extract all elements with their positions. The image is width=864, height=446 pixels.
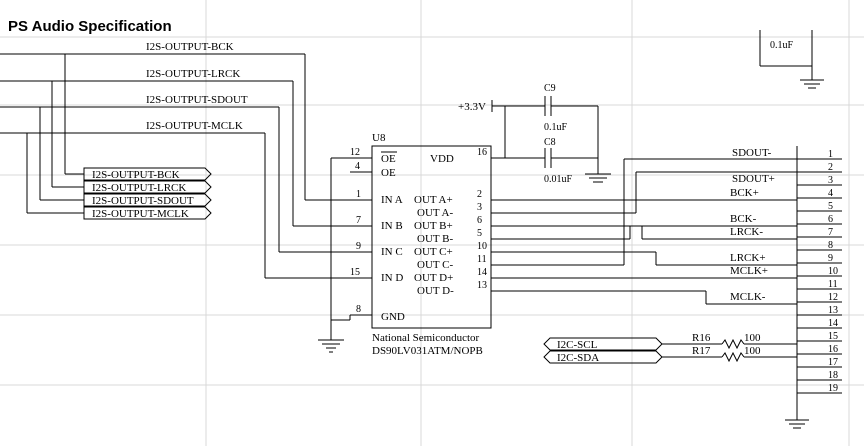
connector-pin-number: 15	[828, 331, 838, 342]
connector-pin-number: 18	[828, 370, 838, 381]
pin-out-c-minus: OUT C-	[417, 259, 453, 271]
connector-pin-number: 8	[828, 240, 833, 251]
pin-num-13: 13	[477, 280, 487, 291]
pin-oe: OE	[381, 167, 396, 179]
c9-ref: C9	[544, 83, 556, 94]
pin-out-c-plus: OUT C+	[414, 246, 453, 258]
pin-num-7: 7	[356, 215, 361, 226]
connector-pin-number: 19	[828, 383, 838, 394]
pin-out-d-plus: OUT D+	[414, 272, 453, 284]
connector-pin-number: 3	[828, 175, 833, 186]
pin-num-15: 15	[350, 267, 360, 278]
connector-pin-number: 16	[828, 344, 838, 355]
pin-inc: IN C	[381, 246, 403, 258]
port-mclk: I2S-OUTPUT-MCLK	[92, 208, 189, 220]
c8-ref: C8	[544, 137, 556, 148]
net-label-bck: I2S-OUTPUT-BCK	[146, 41, 234, 53]
net-label-sdout: I2S-OUTPUT-SDOUT	[146, 94, 248, 106]
r17-value: 100	[744, 345, 761, 357]
net-bck-minus: BCK-	[730, 213, 757, 225]
pin-out-b-plus: OUT B+	[414, 220, 453, 232]
u8-body	[371, 145, 492, 329]
pin-num-10: 10	[477, 241, 487, 252]
net-label-mclk: I2S-OUTPUT-MCLK	[146, 120, 243, 132]
r17-ref: R17	[692, 345, 711, 357]
r16-value: 100	[744, 332, 761, 344]
port-i2c-scl: I2C-SCL	[557, 339, 598, 351]
pin-num-2: 2	[477, 189, 482, 200]
pin-num-3: 3	[477, 202, 482, 213]
pin-vdd: VDD	[430, 153, 454, 165]
pin-num-4: 4	[355, 161, 360, 172]
connector-pin-number: 6	[828, 214, 833, 225]
port-sdout: I2S-OUTPUT-SDOUT	[92, 195, 194, 207]
net-lrck-plus: LRCK+	[730, 252, 766, 264]
connector-pin-number: 11	[828, 279, 838, 290]
pin-num-6: 6	[477, 215, 482, 226]
left-ports	[83, 167, 212, 220]
i2c-section	[543, 337, 797, 364]
pin-out-a-plus: OUT A+	[414, 194, 453, 206]
top-cap-value: 0.1uF	[770, 40, 794, 51]
connector-pin-number: 5	[828, 201, 833, 212]
pin-num-16: 16	[477, 147, 487, 158]
u8-manufacturer: National Semiconductor	[372, 332, 480, 344]
pin-num-14: 14	[477, 267, 487, 278]
net-bck-plus: BCK+	[730, 187, 759, 199]
pin-num-1: 1	[356, 189, 361, 200]
pin-num-11: 11	[477, 254, 487, 265]
connector-pin-number: 9	[828, 253, 833, 264]
net-label-lrck: I2S-OUTPUT-LRCK	[146, 68, 240, 80]
c8-value: 0.01uF	[544, 174, 573, 185]
port-lrck: I2S-OUTPUT-LRCK	[92, 182, 186, 194]
u8-ref: U8	[372, 132, 386, 144]
pin-oe-bar: OE	[381, 153, 396, 165]
pin-num-9: 9	[356, 241, 361, 252]
oe-gnd-wiring	[318, 157, 372, 353]
connector-pin-number: 4	[828, 188, 833, 199]
connector-pin-number: 17	[828, 357, 838, 368]
net-mclk-minus: MCLK-	[730, 291, 766, 303]
power-label: +3.3V	[458, 101, 486, 113]
decoupling-network: +3.3V	[458, 96, 611, 183]
connector-pin-number: 2	[828, 162, 833, 173]
net-sdout-minus: SDOUT-	[732, 147, 772, 159]
page-title: PS Audio Specification	[8, 18, 172, 35]
r16-ref: R16	[692, 332, 711, 344]
pin-ind: IN D	[381, 272, 403, 284]
connector-pin-number: 7	[828, 227, 833, 238]
pin-out-b-minus: OUT B-	[417, 233, 453, 245]
net-mclk-plus: MCLK+	[730, 265, 768, 277]
pin-num-12: 12	[350, 147, 360, 158]
port-bck: I2S-OUTPUT-BCK	[92, 169, 180, 181]
pin-num-8: 8	[356, 304, 361, 315]
pin-num-5: 5	[477, 228, 482, 239]
pin-out-a-minus: OUT A-	[417, 207, 453, 219]
net-sdout-plus: SDOUT+	[732, 173, 775, 185]
connector-pin-number: 1	[828, 149, 833, 160]
u8-output-pins: OUT A+ OUT A- OUT B+ OUT B- OUT C+ OUT C…	[414, 189, 487, 297]
connector-pin-number: 12	[828, 292, 838, 303]
output-wiring	[491, 158, 797, 305]
u8-part: DS90LV031ATM/NOPB	[372, 345, 483, 357]
port-i2c-sda: I2C-SDA	[557, 352, 599, 364]
pin-out-d-minus: OUT D-	[417, 285, 454, 297]
connector-pin-number: 14	[828, 318, 838, 329]
c9-value: 0.1uF	[544, 122, 568, 133]
top-capacitor: 0.1uF	[759, 30, 824, 89]
connector-pin-number: 10	[828, 266, 838, 277]
pin-inb: IN B	[381, 220, 403, 232]
pin-ina: IN A	[381, 194, 403, 206]
connector-pin-number: 13	[828, 305, 838, 316]
left-bus-wires	[0, 53, 372, 279]
net-lrck-minus: LRCK-	[730, 226, 763, 238]
pin-gnd: GND	[381, 311, 405, 323]
